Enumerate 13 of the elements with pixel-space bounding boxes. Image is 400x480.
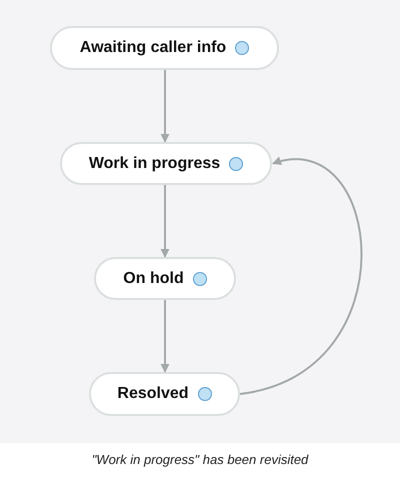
caption: "Work in progress" has been revisited [90, 452, 310, 467]
state-pill [60, 142, 272, 185]
state-label: On hold [123, 270, 184, 288]
state-pill [50, 26, 279, 70]
arrow [160, 185, 170, 258]
state-label: Awaiting caller info [80, 39, 226, 57]
arrow [160, 70, 170, 143]
state-pill [89, 372, 240, 416]
state-label: Resolved [117, 385, 189, 403]
arrow [240, 158, 362, 395]
arrow [160, 300, 170, 373]
state-label: Work in progress [88, 154, 220, 172]
state-pill [94, 257, 236, 300]
